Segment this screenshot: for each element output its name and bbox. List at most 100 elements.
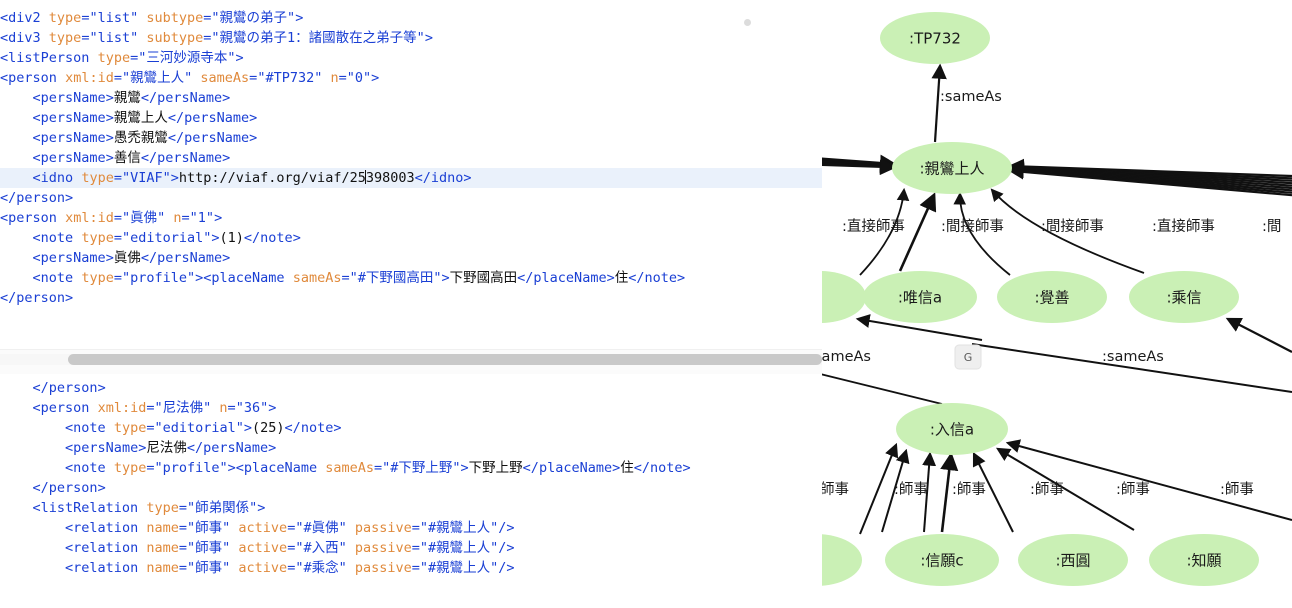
graph-node-ellipse[interactable] — [997, 271, 1107, 323]
graph-node[interactable]: :入信a — [896, 403, 1008, 455]
graph-edge-label: :間 — [1262, 219, 1281, 235]
code-line[interactable]: </person> — [0, 290, 74, 306]
text-caret — [365, 170, 367, 184]
graph-edge — [1005, 439, 1292, 521]
graph-badge-layer[interactable]: G — [954, 344, 982, 370]
graph-node-ellipse[interactable] — [1149, 534, 1259, 586]
code-line[interactable]: <persName>愚禿親鸞</persName> — [32, 130, 258, 146]
graph-node-label: :信願c — [920, 552, 963, 570]
code-line[interactable]: <persName>尼法佛</persName> — [65, 440, 277, 456]
pane-resize-dot[interactable] — [744, 19, 751, 26]
graph-edge — [822, 158, 897, 176]
horizontal-scrollbar[interactable] — [0, 349, 822, 375]
graph-edge — [898, 192, 937, 272]
code-line[interactable]: <persName>善信</persName> — [32, 150, 231, 166]
graph-edge-label: :師事 — [894, 481, 928, 498]
graph-node[interactable]: :覺善 — [997, 271, 1107, 323]
code-line[interactable]: <div2 type="list" subtype="親鸞の弟子"> — [0, 10, 304, 26]
graph-nodes-layer: :TP732 :親鸞上人 :唯信a :覺善 :乘信 :入信a :信願c :西圓 :知願 — [822, 12, 1259, 586]
graph-edge-label: :師事 — [1030, 481, 1064, 498]
xml-code-lines-bottom[interactable]: </person> <person xml:id="尼法佛" n="36"> <… — [0, 374, 822, 578]
code-line[interactable]: <persName>眞佛</persName> — [32, 250, 231, 266]
graph-node[interactable]: :親鸞上人 — [892, 142, 1012, 194]
graph-badge-box[interactable] — [954, 344, 982, 370]
graph-node-ellipse[interactable] — [896, 403, 1008, 455]
graph-edge — [972, 451, 1014, 533]
graph-node-ellipse[interactable] — [892, 142, 1012, 194]
graph-edge-label: :直接師事 — [1152, 218, 1215, 235]
scrollbar-thumb[interactable] — [68, 354, 822, 365]
graph-node[interactable]: :唯信a — [863, 271, 977, 323]
graph-edge-label: 師事 — [822, 481, 849, 498]
xml-code-view-bottom[interactable]: </person> <person xml:id="尼法佛" n="36"> <… — [0, 374, 822, 608]
graph-node-label: :西圓 — [1055, 552, 1090, 570]
graph-edge — [1225, 317, 1292, 353]
graph-node-ellipse[interactable] — [1129, 271, 1239, 323]
code-line[interactable]: <person xml:id="尼法佛" n="36"> — [32, 400, 277, 416]
graph-node-ellipse[interactable] — [863, 271, 977, 323]
code-line[interactable]: <relation name="師事" active="#入西" passive… — [65, 540, 515, 556]
code-line[interactable]: </person> — [0, 190, 74, 206]
graph-edge-label: :直接師事 — [842, 218, 905, 235]
code-line[interactable]: <relation name="師事" active="#眞佛" passive… — [65, 520, 515, 536]
graph-node-label: :知願 — [1186, 552, 1221, 570]
graph-edge — [971, 343, 1292, 393]
graph-edge-labels-layer: :sameAs :直接師事 :間接師事 :間接師事 :直接師事 :間 sameAs :same… — [822, 89, 1281, 498]
code-line[interactable]: <note type="editorial">(1)</note> — [32, 230, 301, 246]
code-line[interactable]: <persName>親鸞</persName> — [32, 90, 231, 106]
graph-node[interactable]: :知願 — [1149, 534, 1259, 586]
xml-code-lines-top[interactable]: <div2 type="list" subtype="親鸞の弟子"> <div3 … — [0, 0, 822, 308]
graph-node-ellipse[interactable] — [1018, 534, 1128, 586]
graph-node-ellipse[interactable] — [822, 534, 862, 586]
graph-edges-layer — [822, 63, 1292, 535]
code-line[interactable]: <persName>親鸞上人</persName> — [32, 110, 258, 126]
xml-code-view-top[interactable]: <div2 type="list" subtype="親鸞の弟子"> <div3 … — [0, 0, 822, 348]
graph-edge — [995, 447, 1135, 531]
graph-node[interactable] — [822, 534, 862, 586]
code-line[interactable]: <div3 type="list" subtype="親鸞の弟子1：諸國散在之弟… — [0, 30, 433, 46]
graph-node-label: :覺善 — [1034, 289, 1069, 307]
graph-node[interactable]: :西圓 — [1018, 534, 1128, 586]
graph-edge — [940, 451, 959, 533]
rdf-graph-pane[interactable]: :TP732 :親鸞上人 :唯信a :覺善 :乘信 :入信a :信願c :西圓 :知願 :sam… — [822, 0, 1292, 608]
graph-edge-label: :間接師事 — [941, 218, 1004, 235]
graph-node-ellipse[interactable] — [885, 534, 999, 586]
code-line[interactable]: <note type="profile"><placeName sameAs="… — [32, 270, 686, 286]
graph-edge — [922, 451, 937, 533]
graph-edge — [1008, 164, 1292, 197]
graph-node-label: :TP732 — [909, 30, 961, 48]
graph-edge — [990, 188, 1145, 274]
code-line[interactable]: </person> — [32, 380, 106, 396]
code-line[interactable]: <note type="profile"><placeName sameAs="… — [65, 460, 691, 476]
graph-node[interactable]: :信願c — [885, 534, 999, 586]
graph-edge — [881, 448, 910, 533]
graph-node-ellipse[interactable] — [822, 271, 866, 323]
graph-node-label: :唯信a — [898, 289, 942, 307]
code-line[interactable]: <note type="editorial">(25)</note> — [65, 420, 342, 436]
code-line[interactable]: </person> — [32, 480, 106, 496]
graph-node[interactable] — [822, 271, 866, 323]
graph-edge — [822, 373, 943, 405]
graph-edge-label: :sameAs — [1102, 349, 1164, 365]
code-line[interactable]: <person xml:id="眞佛" n="1"> — [0, 210, 223, 226]
graph-node[interactable]: :TP732 — [880, 12, 990, 64]
graph-edge-label: :師事 — [952, 481, 986, 498]
graph-edge-label: sameAs — [822, 349, 871, 365]
code-line[interactable]: <idno type="VIAF">http://viaf.org/viaf/2… — [0, 168, 822, 188]
graph-node-label: :入信a — [930, 421, 974, 439]
graph-edge-label: :間接師事 — [1041, 218, 1104, 235]
code-line[interactable]: <listPerson type="三河妙源寺本"> — [0, 50, 244, 66]
code-line[interactable]: <listRelation type="師弟関係"> — [32, 500, 266, 516]
graph-node[interactable]: :乘信 — [1129, 271, 1239, 323]
graph-node-label: :親鸞上人 — [919, 160, 984, 178]
code-line[interactable]: <relation name="師事" active="#乘念" passive… — [65, 560, 515, 576]
code-line[interactable]: <person xml:id="親鸞上人" sameAs="#TP732" n=… — [0, 70, 380, 86]
graph-node-ellipse[interactable] — [880, 12, 990, 64]
graph-edge — [859, 187, 910, 276]
graph-edge — [931, 63, 947, 143]
rdf-graph-svg[interactable]: :TP732 :親鸞上人 :唯信a :覺善 :乘信 :入信a :信願c :西圓 :知願 :sam… — [822, 0, 1292, 608]
graph-edge — [953, 191, 1011, 276]
graph-node-label: :乘信 — [1166, 289, 1201, 307]
graph-edge-label: :sameAs — [940, 89, 1002, 105]
xml-editor-pane[interactable]: <div2 type="list" subtype="親鸞の弟子"> <div3 … — [0, 0, 822, 608]
